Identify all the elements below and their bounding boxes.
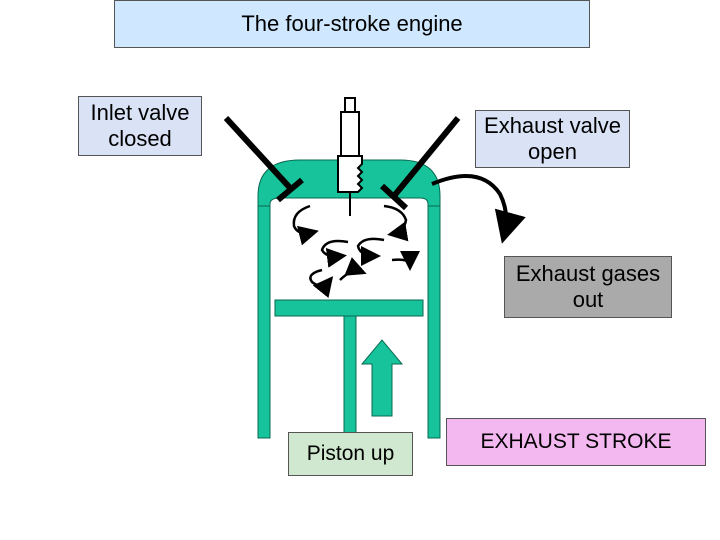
inlet-valve-head (276, 177, 304, 203)
exhaust-gases-label: Exhaust gases out (504, 256, 672, 318)
spark-plug-icon (337, 97, 364, 216)
stroke-label: EXHAUST STROKE (446, 418, 706, 466)
diagram-title: The four-stroke engine (114, 0, 590, 48)
cylinder-wall-right (427, 205, 441, 439)
piston-head (274, 299, 424, 317)
exhaust-valve-label: Exhaust valve open (475, 110, 630, 168)
connecting-rod (343, 315, 357, 435)
exhaust-valve-head (379, 183, 409, 211)
cylinder-wall-left (257, 205, 271, 439)
piston-up-arrow (360, 339, 404, 417)
inlet-valve-label: Inlet valve closed (78, 96, 202, 156)
gas-swirl-arrows (292, 204, 420, 298)
exhaust-valve-stem (391, 116, 461, 198)
piston-label: Piston up (288, 432, 413, 476)
exhaust-out-arrow (431, 174, 526, 244)
inlet-valve-stem (223, 115, 295, 193)
